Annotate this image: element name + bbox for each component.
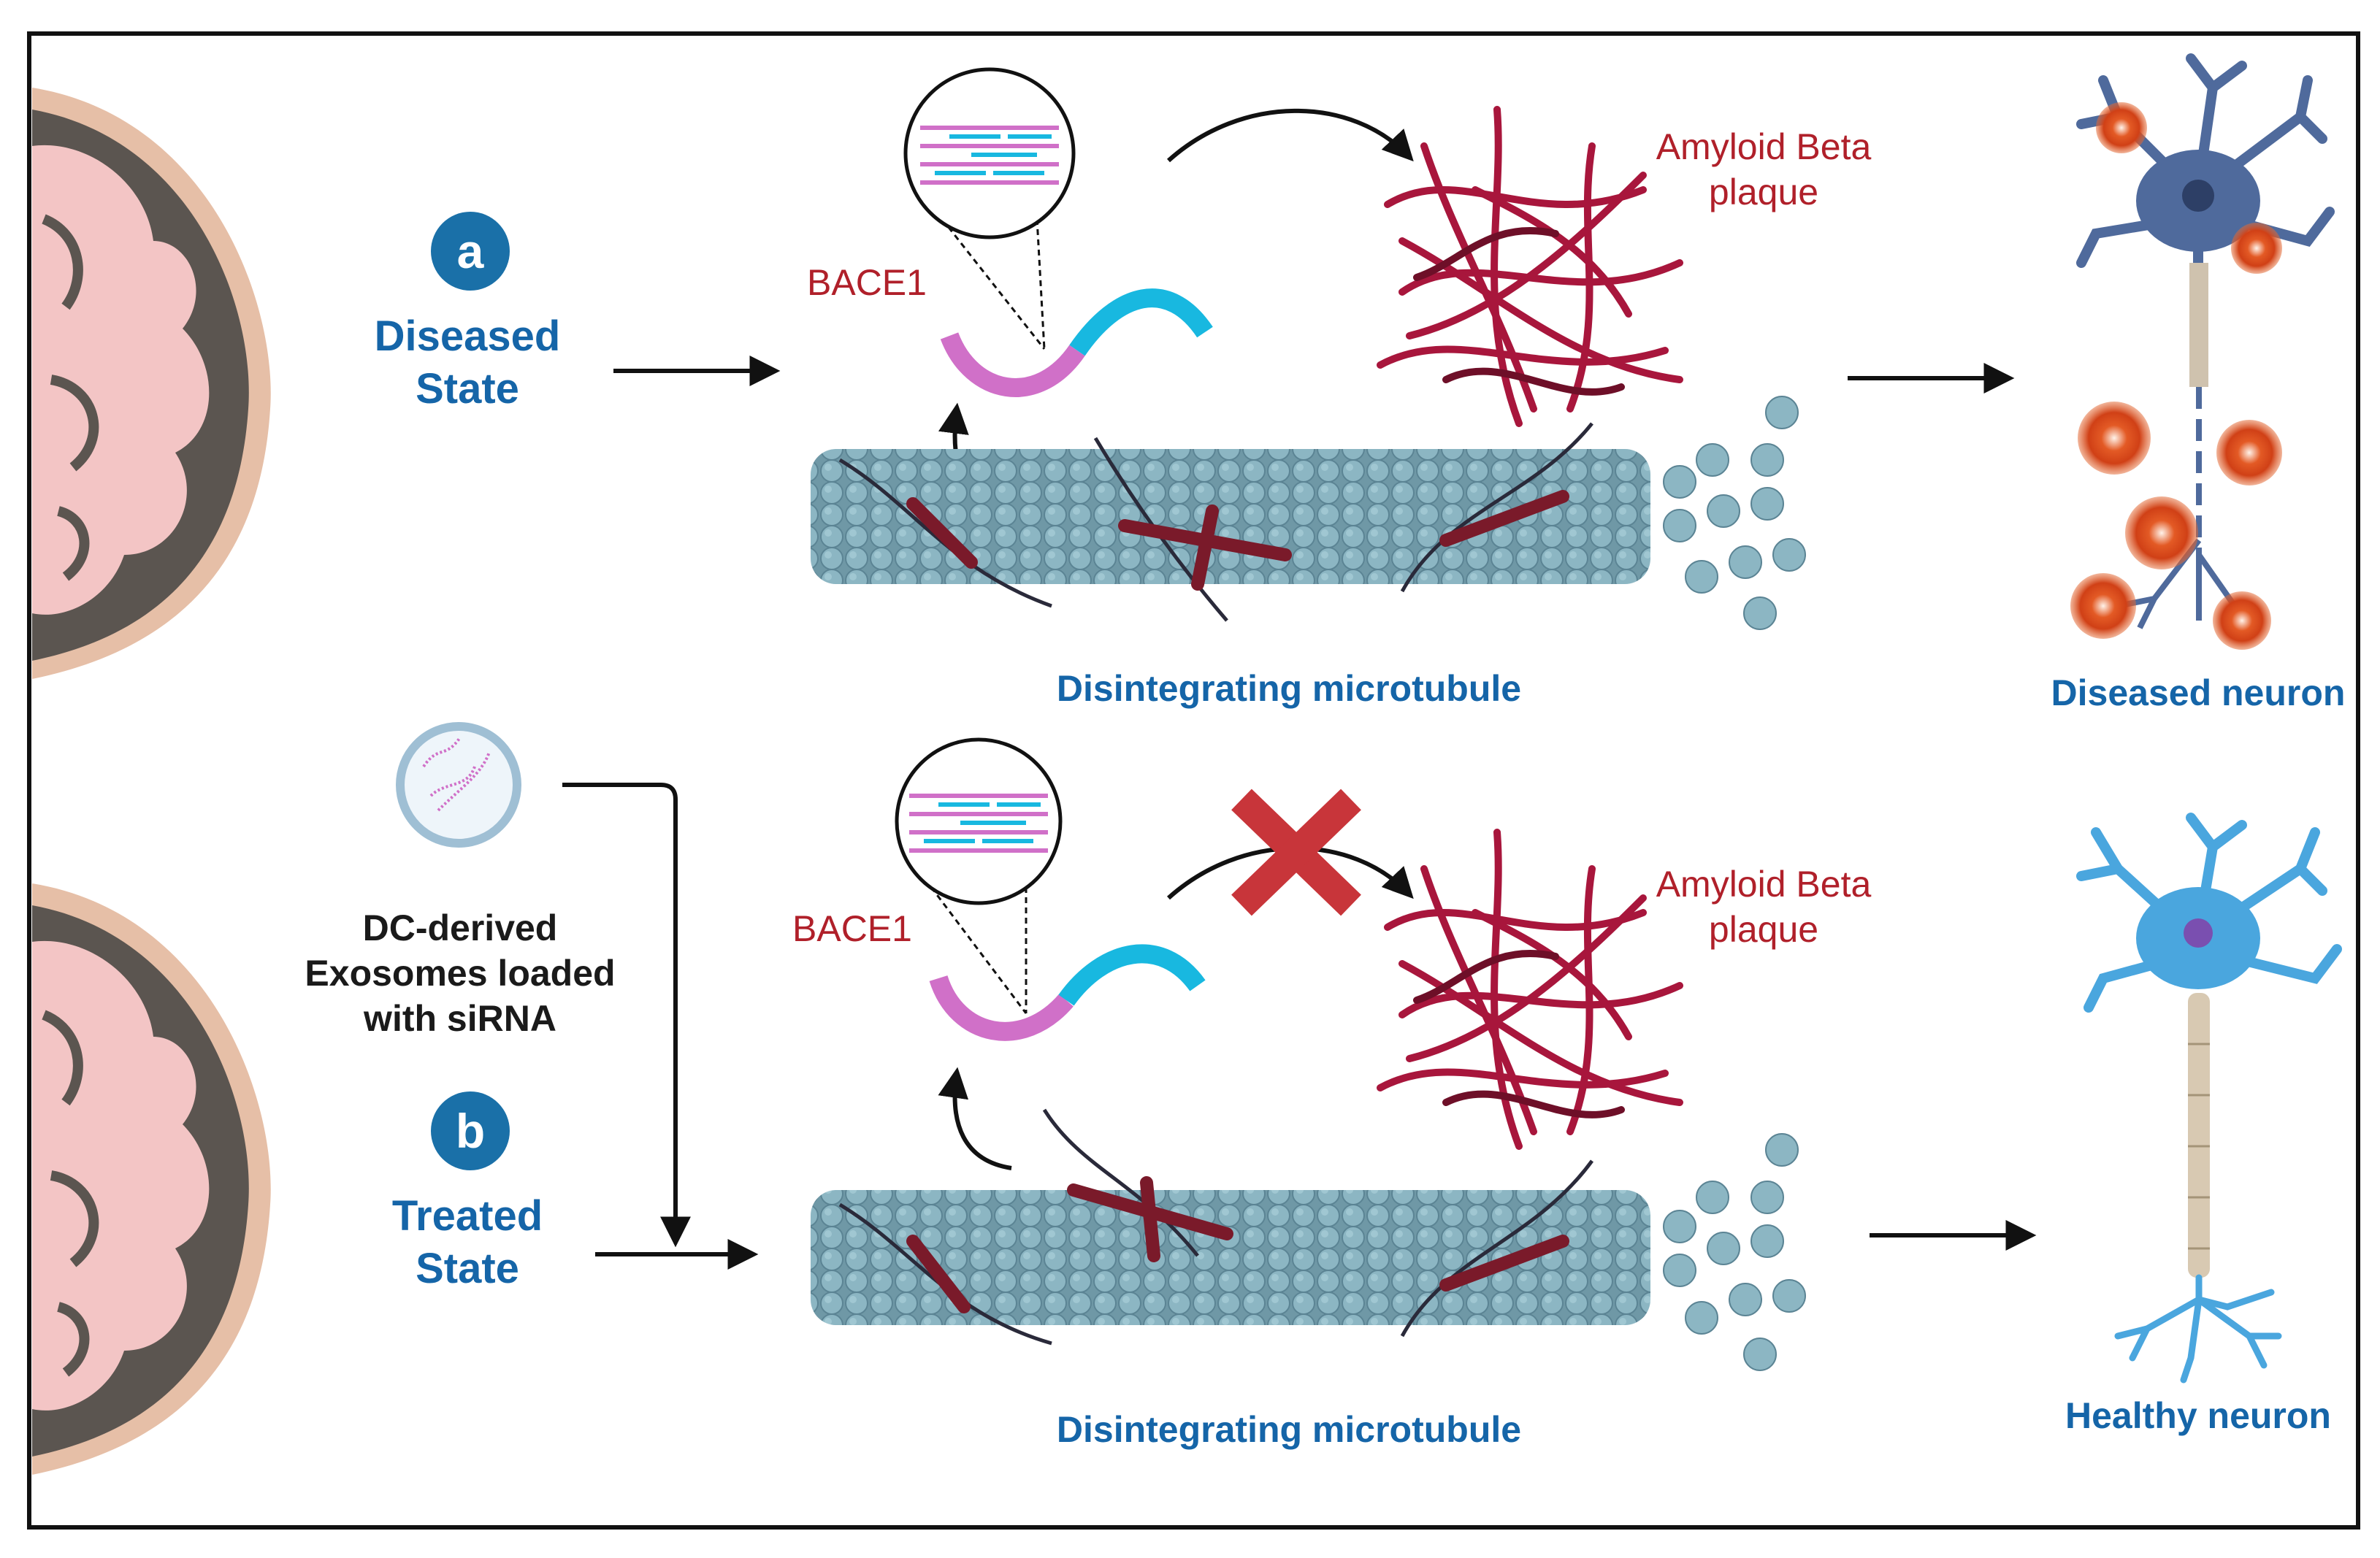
neuron-icon-diseased xyxy=(2070,53,2335,650)
mrna-icon-a xyxy=(940,288,1213,397)
exosome-label-line1: DC-derived xyxy=(362,907,558,948)
exosome-label-line3: with siRNA xyxy=(364,998,556,1039)
exosome-label-line2: Exosomes loaded xyxy=(305,953,616,994)
neuron-icon-healthy xyxy=(2076,813,2342,1384)
exosome-label: DC-derived Exosomes loaded with siRNA xyxy=(292,905,628,1041)
arrow-icon-b-up xyxy=(938,1067,1012,1170)
microtubule-icon-b xyxy=(811,1108,1806,1371)
block-cross-icon xyxy=(1231,788,1361,916)
panel-b-state-line1: Treated xyxy=(391,1192,543,1240)
arrow-icon-b-exosome xyxy=(562,783,691,1248)
panel-a-badge: a xyxy=(431,212,510,291)
exosome-icon xyxy=(396,722,521,848)
microtubule-label-b: Disintegrating microtubule xyxy=(1057,1409,1521,1450)
plaque-label-a-1: Amyloid Beta xyxy=(1656,126,1872,167)
bace1-label-a: BACE1 xyxy=(807,262,927,303)
plaque-icon-b xyxy=(1377,829,1683,1150)
panel-b-state-line2: State xyxy=(416,1245,519,1292)
magnifier-icon-a xyxy=(903,67,1076,350)
microtubule-icon-a xyxy=(811,396,1806,630)
plaque-label-b-2: plaque xyxy=(1709,909,1818,950)
healthy-neuron-label: Healthy neuron xyxy=(2065,1395,2331,1436)
arrow-icon-a-curve xyxy=(1166,108,1414,163)
bace1-label-b: BACE1 xyxy=(792,908,912,949)
plaque-icon-a xyxy=(1377,106,1683,427)
mrna-icon-b xyxy=(929,944,1206,1041)
plaque-label-a-2: plaque xyxy=(1709,172,1818,212)
plaque-label-b-1: Amyloid Beta xyxy=(1656,864,1872,905)
panel-a-state-line1: Diseased xyxy=(374,312,561,360)
magnifier-icon-b xyxy=(895,737,1063,1014)
panel-a-state-label: Diseased State xyxy=(343,310,592,415)
panel-b-badge: b xyxy=(431,1091,510,1170)
brain-section-icon-top xyxy=(32,88,271,679)
figure-border xyxy=(27,31,2360,1530)
panel-b-state-label: Treated State xyxy=(343,1190,592,1295)
panel-a-state-line2: State xyxy=(416,365,519,412)
microtubule-label-a: Disintegrating microtubule xyxy=(1057,668,1521,709)
diseased-neuron-label: Diseased neuron xyxy=(2051,672,2346,713)
brain-section-icon-bottom xyxy=(32,883,271,1475)
